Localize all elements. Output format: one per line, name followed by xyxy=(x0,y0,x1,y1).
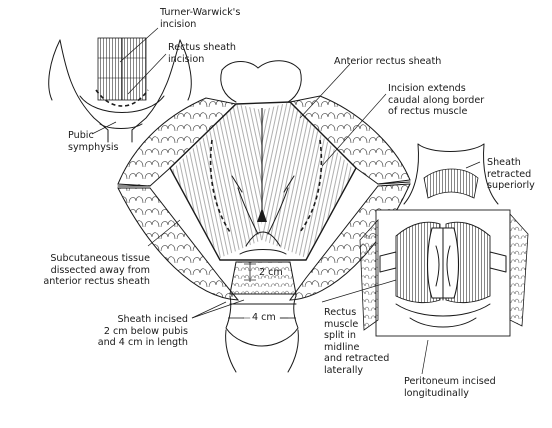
label-two-cm: 2 cm xyxy=(259,267,283,279)
label-anterior-rectus-sheath: Anterior rectus sheath xyxy=(334,56,441,68)
label-subcutaneous-tissue: Subcutaneous tissue dissected away from … xyxy=(6,253,150,288)
label-pubic-symphysis: Pubic symphysis xyxy=(68,130,119,153)
label-incision-extends: Incision extends caudal along border of … xyxy=(388,83,484,118)
label-turner-warwick: Turner-Warwick's incision xyxy=(160,7,240,30)
label-four-cm: 4 cm xyxy=(252,312,276,324)
label-rectus-sheath-incision: Rectus sheath incision xyxy=(168,42,236,65)
label-peritoneum-incised: Peritoneum incised longitudinally xyxy=(404,376,496,399)
label-sheath-retracted: Sheath retracted superiorly xyxy=(487,157,535,192)
label-rectus-muscle-split: Rectus muscle split in midline and retra… xyxy=(324,307,389,376)
label-sheath-incised: Sheath incised 2 cm below pubis and 4 cm… xyxy=(60,314,188,349)
